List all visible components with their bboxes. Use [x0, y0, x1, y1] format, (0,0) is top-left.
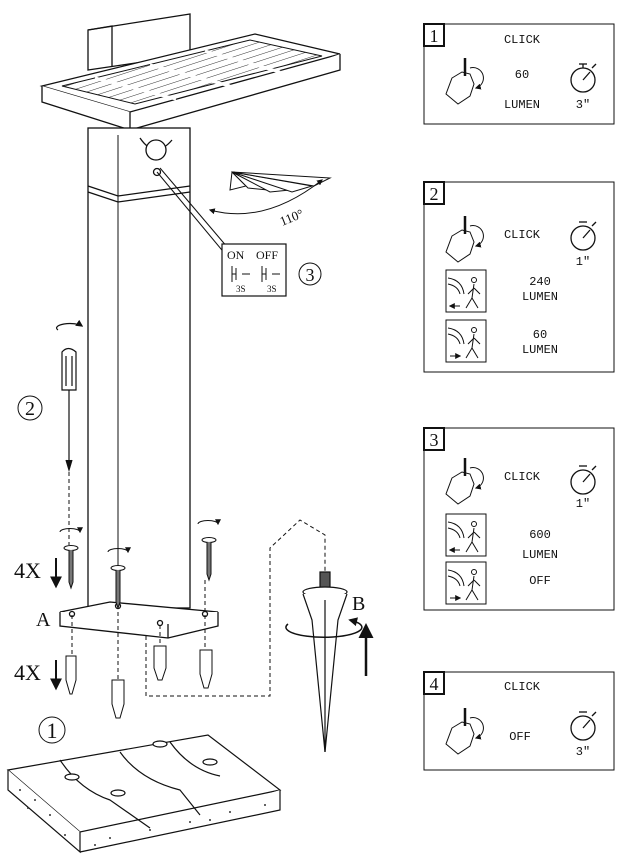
detection-fan: [208, 170, 332, 215]
no-motion-icon: [445, 561, 487, 605]
hand-press-icon: [445, 458, 484, 505]
mode-2-idle-unit: LUMEN: [522, 343, 558, 357]
mode-3-motion-unit: LUMEN: [522, 548, 558, 562]
mode-4-number: 4: [430, 674, 439, 694]
step-3-label: 3: [306, 265, 315, 285]
part-a-label: A: [36, 609, 51, 631]
mode-2-motion-value: 240: [529, 275, 551, 289]
switch-hold-2: 3S: [267, 284, 277, 294]
mode-3-idle-value: OFF: [529, 574, 551, 588]
mode-panel-3: 3 CLICK 1" 600 LUMEN OFF: [423, 427, 615, 611]
mode-2-idle-value: 60: [533, 328, 547, 342]
mode-panel-2: 2 CLICK 1" 240 LUMEN 60 LUMEN: [423, 181, 615, 373]
switch-on-label: ON: [227, 248, 245, 262]
mode-2-time: 1": [576, 255, 590, 269]
hand-press-icon: [445, 708, 484, 755]
switch-hold-1: 3S: [236, 284, 246, 294]
stopwatch-icon: [570, 221, 597, 251]
stopwatch-icon: [570, 711, 597, 741]
part-b-label: B: [352, 593, 365, 615]
mode-2-click: CLICK: [504, 228, 541, 242]
motion-detected-icon: [445, 513, 487, 557]
wall-anchors: [65, 645, 213, 719]
no-motion-icon: [445, 319, 487, 363]
mode-4-click: CLICK: [504, 680, 541, 694]
mode-4-time: 3": [576, 745, 590, 759]
concrete-ground: [6, 734, 282, 854]
mode-1-click: CLICK: [504, 33, 541, 47]
mode-2-number: 2: [430, 184, 439, 204]
step-1-label: 1: [47, 718, 58, 743]
ground-spike: [285, 571, 363, 753]
stopwatch-icon: [570, 63, 597, 93]
solar-bollard-lamp: [39, 13, 341, 639]
mode-3-click: CLICK: [504, 470, 541, 484]
mode-3-number: 3: [430, 430, 439, 450]
screwdriver: [55, 319, 84, 473]
switch-off-label: OFF: [256, 248, 278, 262]
motion-sensor: [145, 139, 167, 161]
screws: [59, 519, 221, 610]
step-2-label: 2: [25, 398, 35, 420]
hand-press-icon: [445, 216, 484, 263]
mode-3-motion-value: 600: [529, 528, 551, 542]
stopwatch-icon: [570, 465, 597, 495]
mode-1-unit: LUMEN: [504, 98, 540, 112]
mode-panel-1: 1 CLICK 60 LUMEN 3": [423, 23, 615, 125]
mode-2-motion-unit: LUMEN: [522, 290, 558, 304]
motion-detected-icon: [445, 269, 487, 313]
lamp-post: [87, 127, 191, 609]
anchor-qty-label: 4X: [14, 660, 41, 685]
screw-qty-label: 4X: [14, 558, 41, 583]
mode-panel-4: 4 CLICK OFF 3": [423, 671, 615, 771]
mode-1-time: 3": [576, 98, 590, 112]
mode-1-value: 60: [515, 68, 529, 82]
switch-box: ON OFF 3S 3S: [221, 243, 287, 297]
mode-1-number: 1: [430, 26, 439, 46]
mode-4-value: OFF: [509, 730, 531, 744]
mode-3-time: 1": [576, 497, 590, 511]
angle-label: 110°: [278, 206, 306, 229]
hand-press-icon: [445, 58, 484, 105]
